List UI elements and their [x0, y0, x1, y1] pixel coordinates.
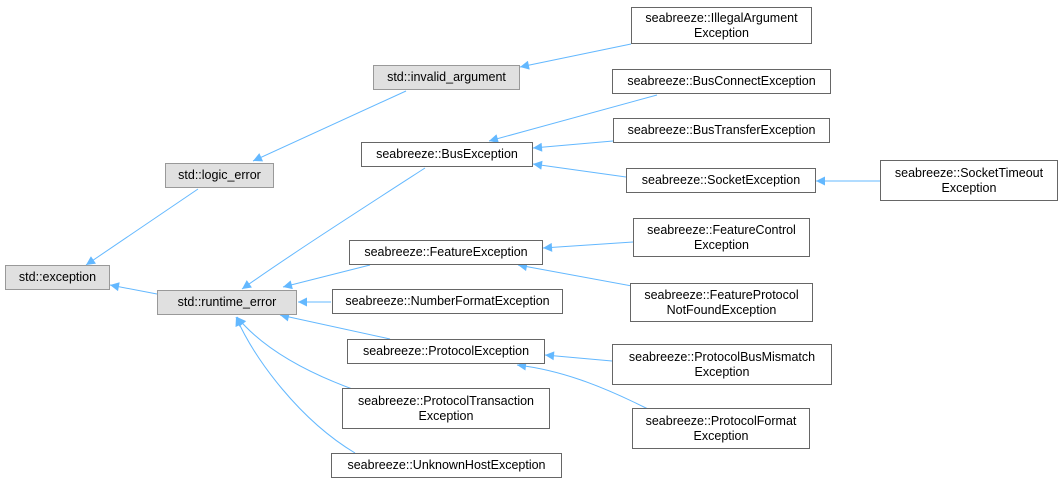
- node-label: seabreeze::SocketException: [641, 173, 801, 187]
- node-label: std::logic_error: [178, 168, 261, 182]
- node-socket-exception[interactable]: seabreeze::SocketException: [626, 168, 816, 193]
- node-label: seabreeze::BusConnectException: [627, 74, 816, 88]
- node-feature-protocol-not-found-exception[interactable]: seabreeze::FeatureProtocol NotFoundExcep…: [630, 283, 813, 322]
- node-bus-exception[interactable]: seabreeze::BusException: [361, 142, 533, 167]
- node-protocol-format-exception[interactable]: seabreeze::ProtocolFormat Exception: [632, 408, 810, 449]
- edge-illegal-argument-to-invalid-argument: [519, 43, 632, 70]
- edge-protocol-format-to-protocol-exception: [516, 361, 649, 410]
- edge-feature-protocol-to-feature-exception: [517, 262, 649, 290]
- node-socket-timeout-exception[interactable]: seabreeze::SocketTimeout Exception: [880, 160, 1058, 201]
- edge-feature-exception-to-runtime-error: [282, 264, 371, 290]
- node-feature-control-exception[interactable]: seabreeze::FeatureControl Exception: [633, 218, 810, 257]
- node-label: seabreeze::BusException: [376, 147, 518, 161]
- node-label: seabreeze::ProtocolBusMismatch Exception: [628, 349, 816, 379]
- edge-bus-transfer-to-bus-exception: [532, 140, 614, 152]
- edge-protocol-transaction-to-runtime-error: [236, 316, 356, 391]
- node-std-exception[interactable]: std::exception: [5, 265, 110, 290]
- node-label: seabreeze::ProtocolFormat Exception: [645, 413, 797, 443]
- node-bus-transfer-exception[interactable]: seabreeze::BusTransferException: [613, 118, 830, 143]
- edge-bus-exception-to-runtime-error: [241, 167, 426, 290]
- node-label: seabreeze::IllegalArgument Exception: [645, 10, 798, 40]
- node-label: seabreeze::NumberFormatException: [345, 294, 550, 308]
- node-label: std::exception: [18, 270, 97, 284]
- node-label: seabreeze::ProtocolException: [362, 344, 530, 358]
- edge-unknown-host-to-runtime-error: [235, 316, 356, 454]
- edge-runtime-error-to-exception: [109, 282, 158, 295]
- edge-logic-error-to-exception: [85, 188, 199, 266]
- node-label: seabreeze::FeatureControl Exception: [647, 222, 796, 252]
- node-label: std::invalid_argument: [387, 70, 506, 84]
- node-unknown-host-exception[interactable]: seabreeze::UnknownHostException: [331, 453, 562, 478]
- node-protocol-transaction-exception[interactable]: seabreeze::ProtocolTransaction Exception: [342, 388, 550, 429]
- node-std-invalid-argument[interactable]: std::invalid_argument: [373, 65, 520, 90]
- node-label: std::runtime_error: [177, 295, 277, 309]
- edge-socket-exception-to-bus-exception: [532, 160, 627, 178]
- edge-invalid-argument-to-logic-error: [252, 90, 407, 162]
- node-feature-exception[interactable]: seabreeze::FeatureException: [349, 240, 543, 265]
- node-label: seabreeze::UnknownHostException: [347, 458, 546, 472]
- node-label: seabreeze::FeatureException: [364, 245, 528, 259]
- node-label: seabreeze::FeatureProtocol NotFoundExcep…: [644, 287, 799, 317]
- node-protocol-bus-mismatch-exception[interactable]: seabreeze::ProtocolBusMismatch Exception: [612, 344, 832, 385]
- node-label: seabreeze::BusTransferException: [627, 123, 816, 137]
- edge-protocol-exception-to-runtime-error: [279, 312, 391, 340]
- edge-bus-connect-to-bus-exception: [488, 94, 658, 143]
- node-bus-connect-exception[interactable]: seabreeze::BusConnectException: [612, 69, 831, 94]
- node-label: seabreeze::SocketTimeout Exception: [894, 165, 1044, 195]
- edge-feature-control-to-feature-exception: [542, 241, 634, 252]
- node-std-logic-error[interactable]: std::logic_error: [165, 163, 274, 188]
- node-illegal-argument-exception[interactable]: seabreeze::IllegalArgument Exception: [631, 7, 812, 44]
- edge-protocol-bus-mismatch-to-protocol-exception: [544, 351, 613, 362]
- node-protocol-exception[interactable]: seabreeze::ProtocolException: [347, 339, 545, 364]
- node-label: seabreeze::ProtocolTransaction Exception: [357, 393, 535, 423]
- node-number-format-exception[interactable]: seabreeze::NumberFormatException: [332, 289, 563, 314]
- node-std-runtime-error[interactable]: std::runtime_error: [157, 290, 297, 315]
